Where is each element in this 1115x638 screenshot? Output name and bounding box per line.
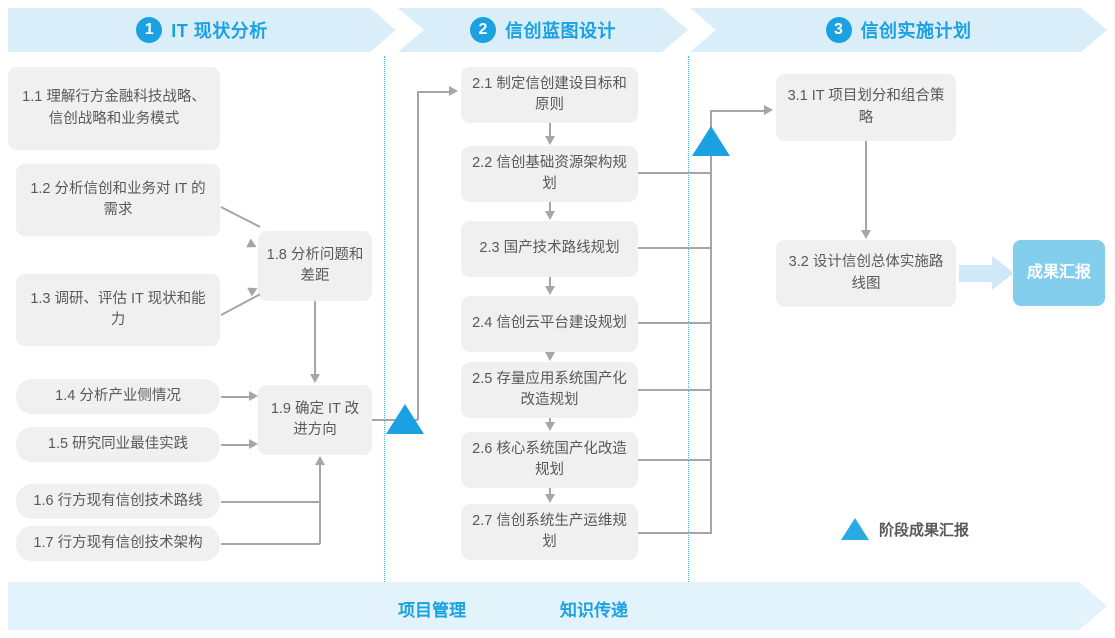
connector-1-6-1-7-riser <box>319 465 321 544</box>
arrowhead-1-8-to-1-9 <box>310 374 320 383</box>
process-box-1-6[interactable]: 1.6 行方现有信创技术路线 <box>16 484 220 519</box>
legend: 阶段成果汇报 <box>841 518 969 540</box>
bus-stub-2-4 <box>638 322 712 324</box>
phase-separator-2 <box>688 56 689 584</box>
process-box-2-5[interactable]: 2.5 存量应用系统国产化改造规划 <box>461 362 638 418</box>
bus-stub-2-7 <box>638 532 712 534</box>
milestone-triangle-icon <box>841 518 869 540</box>
arrowhead-to-2-1 <box>449 86 458 96</box>
arrowhead-2-6-to-2-7 <box>545 494 555 503</box>
connector-bus-riser-phase2 <box>417 91 419 420</box>
arrowhead-2-2-to-2-3 <box>545 211 555 220</box>
arrowhead-2-4-to-2-5 <box>545 352 555 361</box>
process-box-1-4[interactable]: 1.4 分析产业侧情况 <box>16 379 220 414</box>
phase-separator-1 <box>384 56 385 584</box>
phase-header-2: 2 信创蓝图设计 <box>470 17 616 43</box>
connector-1-7-horizontal <box>221 543 320 545</box>
connector-1-5-to-1-9 <box>221 444 250 446</box>
phase-title-2: 信创蓝图设计 <box>505 21 616 41</box>
process-box-2-4[interactable]: 2.4 信创云平台建设规划 <box>461 296 638 352</box>
arrowhead-1-6-1-7-to-1-9 <box>315 456 325 465</box>
phase-band-3: 3 信创实施计划 <box>690 8 1107 52</box>
phase-number-2: 2 <box>470 17 496 43</box>
phase-band-1: 1 IT 现状分析 <box>8 8 396 52</box>
process-box-2-1[interactable]: 2.1 制定信创建设目标和原则 <box>461 67 638 123</box>
connector-2-2-to-2-3 <box>549 202 551 212</box>
arrowhead-to-3-1 <box>764 105 773 115</box>
process-box-1-9[interactable]: 1.9 确定 IT 改进方向 <box>258 385 372 455</box>
process-box-2-2[interactable]: 2.2 信创基础资源架构规划 <box>461 146 638 202</box>
arrowhead-1-4-to-1-9 <box>249 391 258 401</box>
connector-2-6-to-2-7 <box>549 488 551 495</box>
bus-stub-2-2 <box>638 172 712 174</box>
bus-stub-2-5 <box>638 389 712 391</box>
process-box-1-7[interactable]: 1.7 行方现有信创技术架构 <box>16 526 220 561</box>
phase-title-1: IT 现状分析 <box>171 21 268 41</box>
process-box-1-1[interactable]: 1.1 理解行方金融科技战略、信创战略和业务模式 <box>8 67 220 150</box>
process-box-2-7[interactable]: 2.7 信创系统生产运维规划 <box>461 504 638 560</box>
result-arrow-shaft <box>959 265 993 282</box>
process-box-1-5[interactable]: 1.5 研究同业最佳实践 <box>16 427 220 462</box>
phase-header-3: 3 信创实施计划 <box>826 17 972 43</box>
bus-stub-2-6 <box>638 459 712 461</box>
process-box-3-1[interactable]: 3.1 IT 项目划分和组合策略 <box>776 74 956 141</box>
milestone-triangle-phase2 <box>692 126 730 156</box>
phase2-output-bus <box>710 150 712 533</box>
connector-2-5-to-2-6 <box>549 418 551 423</box>
legend-label: 阶段成果汇报 <box>879 521 970 539</box>
phase-header-1: 1 IT 现状分析 <box>136 17 268 43</box>
bus-stub-2-3 <box>638 247 712 249</box>
connector-1-4-to-1-9 <box>221 396 250 398</box>
connector-1-3-to-1-8 <box>220 293 261 316</box>
process-box-2-6[interactable]: 2.6 核心系统国产化改造规划 <box>461 432 638 488</box>
bottom-band <box>8 582 1107 630</box>
process-box-1-8[interactable]: 1.8 分析问题和差距 <box>258 231 372 301</box>
arrowhead-2-3-to-2-4 <box>545 286 555 295</box>
process-box-1-2[interactable]: 1.2 分析信创和业务对 IT 的需求 <box>16 164 220 236</box>
connector-2-3-to-2-4 <box>549 277 551 287</box>
arrowhead-2-1-to-2-2 <box>545 136 555 145</box>
phase-number-3: 3 <box>826 17 852 43</box>
result-arrow-head <box>992 256 1014 290</box>
connector-2-1-to-2-2 <box>549 123 551 137</box>
connector-1-8-to-1-9 <box>314 301 316 375</box>
process-box-2-3[interactable]: 2.3 国产技术路线规划 <box>461 221 638 277</box>
arrowhead-3-1-to-3-2 <box>861 230 871 239</box>
arrowhead-1-2-to-1-8 <box>246 238 259 252</box>
phase-title-3: 信创实施计划 <box>860 21 972 41</box>
phase-number-1: 1 <box>136 17 162 43</box>
connector-1-2-to-1-8 <box>220 206 261 228</box>
bottom-label-project-management: 项目管理 <box>398 601 466 620</box>
result-report-box[interactable]: 成果汇报 <box>1013 240 1105 306</box>
process-box-1-3[interactable]: 1.3 调研、评估 IT 现状和能力 <box>16 274 220 346</box>
bottom-label-knowledge-transfer: 知识传递 <box>560 601 628 620</box>
connector-bus-to-2-1 <box>417 91 450 93</box>
connector-1-6-horizontal <box>221 501 320 503</box>
connector-3-1-to-3-2 <box>865 141 867 231</box>
connector-bus-to-3-1 <box>710 110 765 112</box>
milestone-triangle-phase1 <box>386 404 424 434</box>
phase-band-2: 2 信创蓝图设计 <box>398 8 688 52</box>
arrowhead-2-5-to-2-6 <box>545 422 555 431</box>
process-box-3-2[interactable]: 3.2 设计信创总体实施路线图 <box>776 240 956 307</box>
arrowhead-1-5-to-1-9 <box>249 439 258 449</box>
